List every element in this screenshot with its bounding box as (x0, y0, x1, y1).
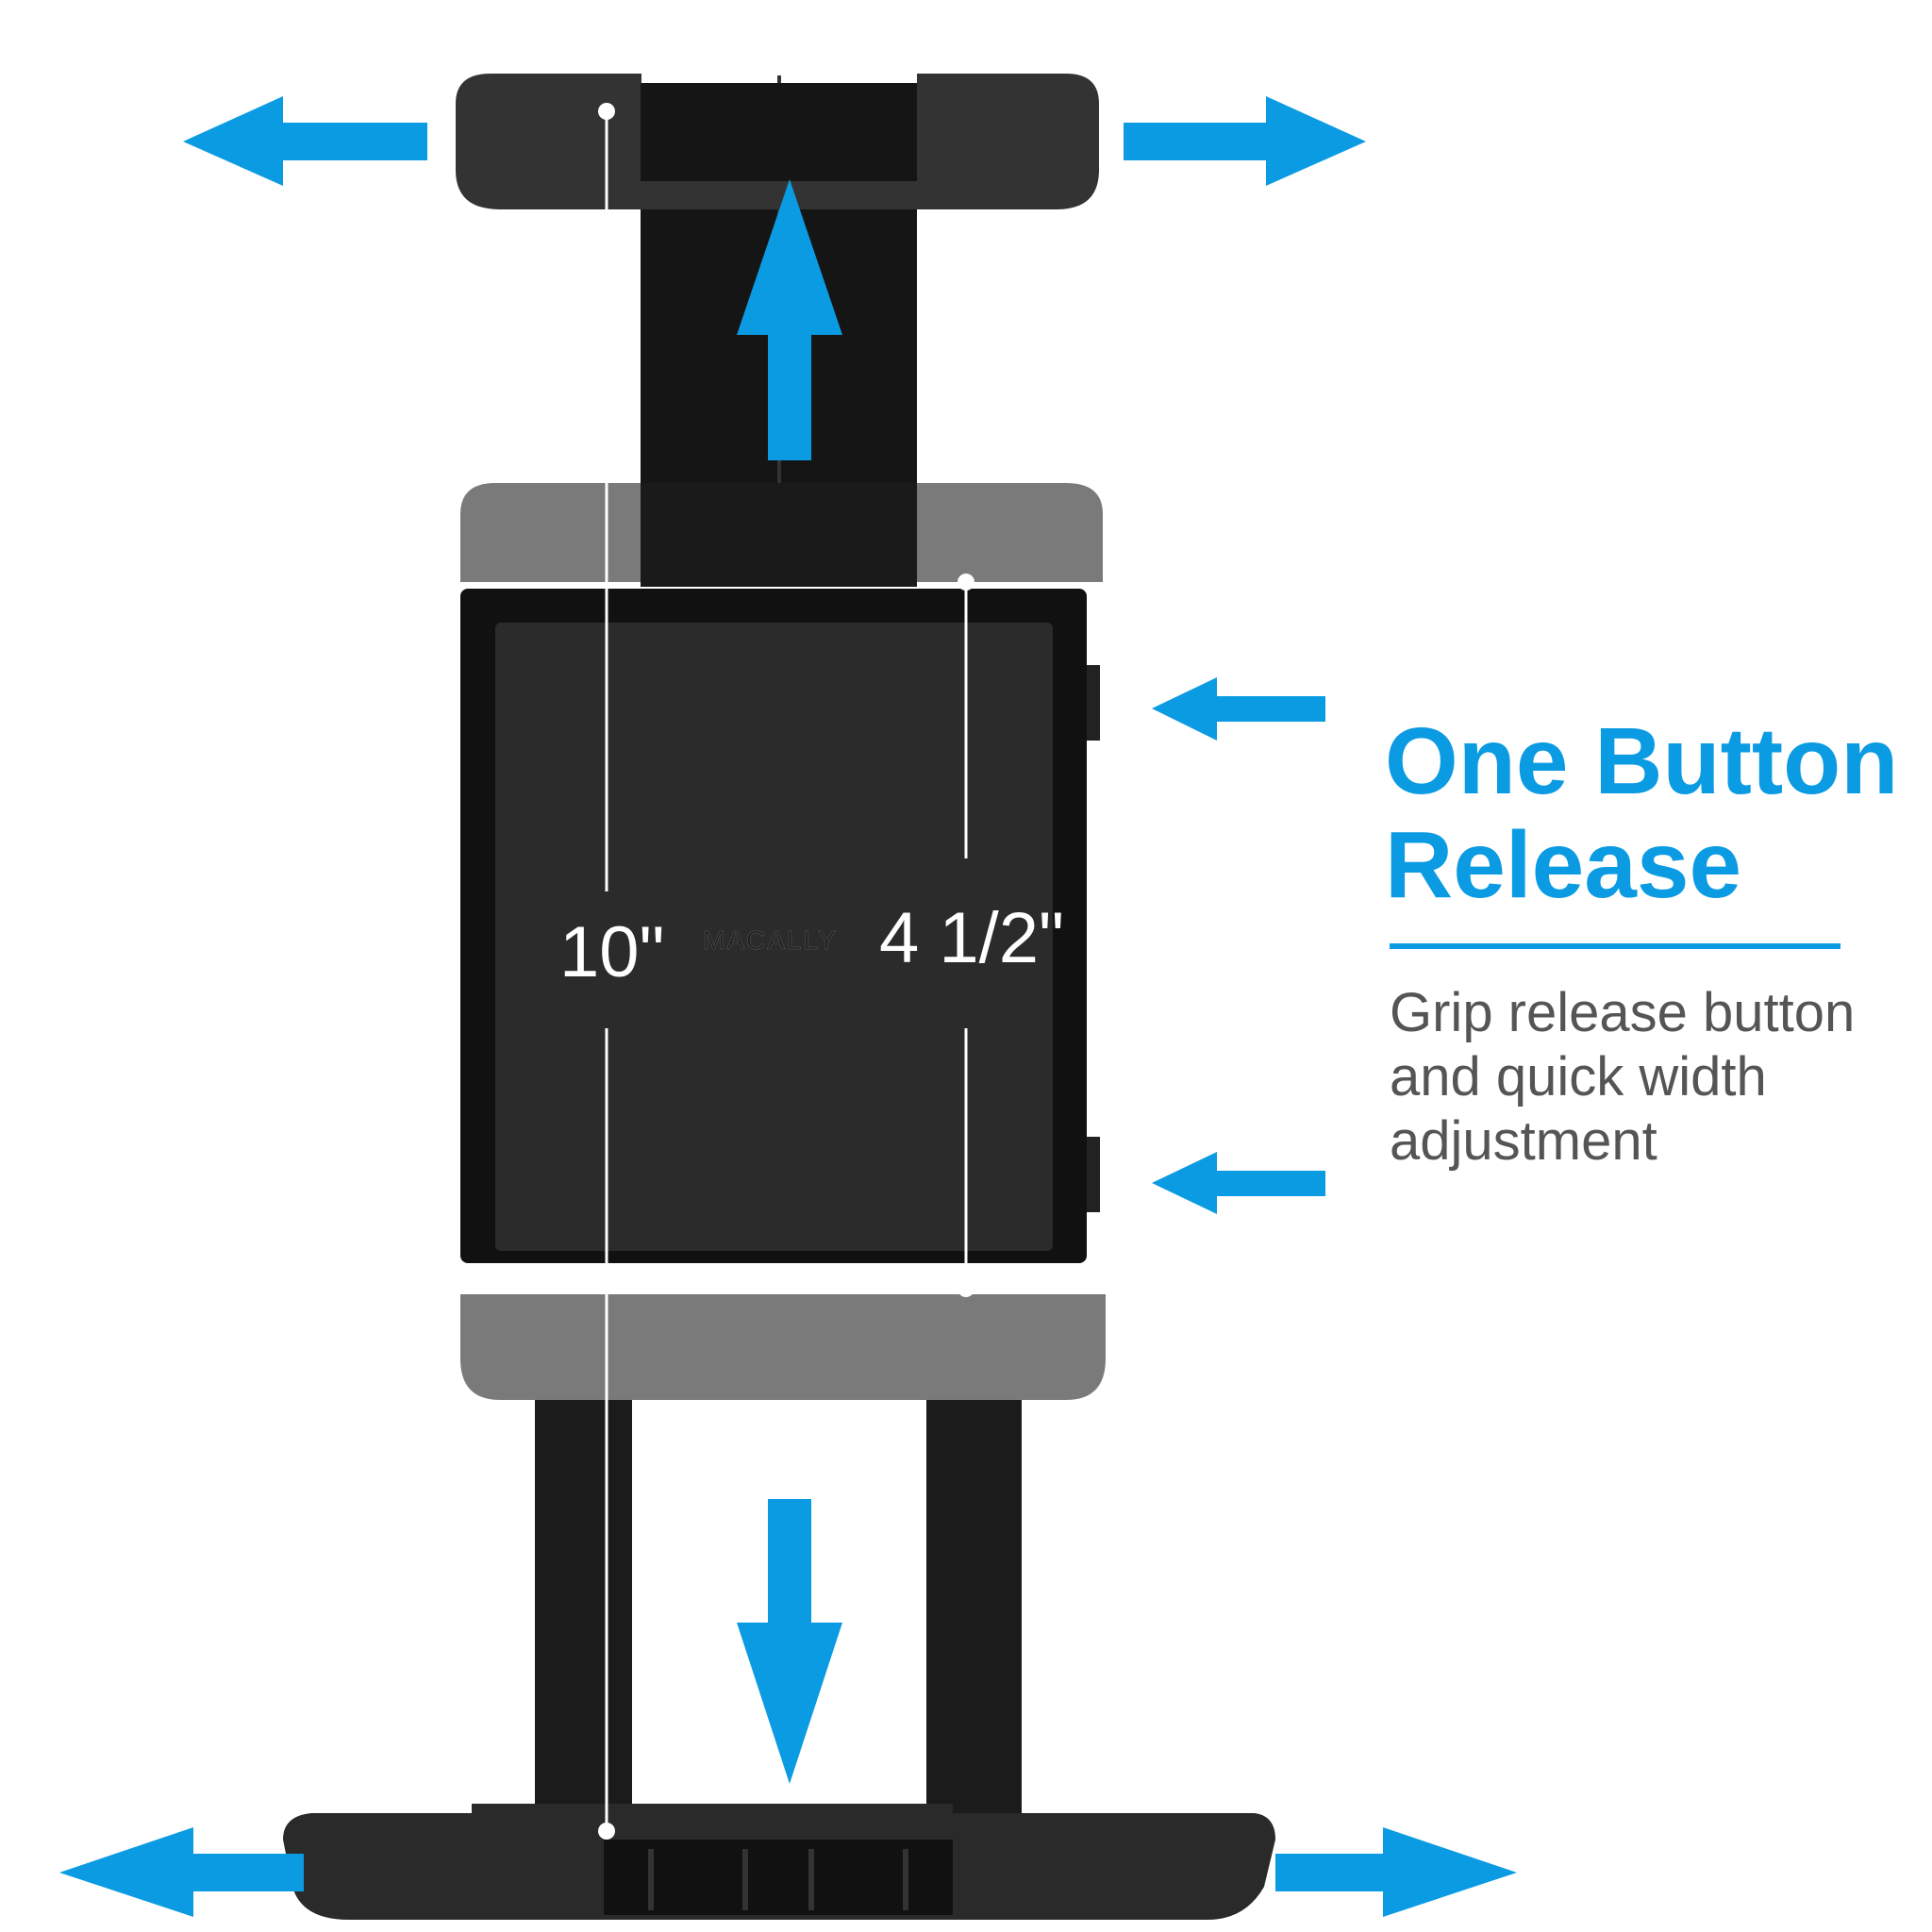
arrow-right-icon (1124, 96, 1366, 186)
grip-pad (495, 623, 1053, 1251)
dimension-label-min: 4 1/2" (879, 898, 1064, 978)
arrow-right-bottom-icon (1275, 1827, 1517, 1917)
feature-title: One Button Release (1385, 709, 1923, 917)
arrow-left-icon (183, 96, 427, 186)
dimension-endpoints (598, 103, 974, 1840)
feature-title-line-1: One Button (1385, 708, 1899, 814)
description-line: Grip release button (1390, 982, 1856, 1043)
bottom-rail (604, 1840, 953, 1915)
arrow-up-icon (737, 179, 842, 460)
brand-logo: MACALLY (703, 925, 838, 955)
feature-title-line-2: Release (1385, 812, 1742, 918)
release-button-upper[interactable] (1087, 665, 1100, 741)
dimension-label-max: 10" (559, 912, 665, 992)
release-button-lower[interactable] (1087, 1137, 1100, 1212)
right-leg (926, 1387, 1022, 1830)
description-line: and quick width (1390, 1046, 1767, 1108)
mid-grip-center (641, 483, 917, 587)
release-arrow-upper-icon (1152, 677, 1325, 741)
lower-grip-faded (460, 1294, 1106, 1400)
feature-description: Grip release button and quick width adju… (1390, 981, 1927, 1174)
left-leg (535, 1387, 632, 1830)
release-arrow-lower-icon (1152, 1152, 1325, 1214)
description-line: adjustment (1390, 1110, 1657, 1172)
title-divider (1390, 943, 1840, 949)
top-grip-center (641, 83, 917, 181)
arrow-down-icon (737, 1499, 842, 1784)
rail-ridges (648, 1849, 908, 1910)
arrow-left-bottom-icon (59, 1827, 304, 1917)
